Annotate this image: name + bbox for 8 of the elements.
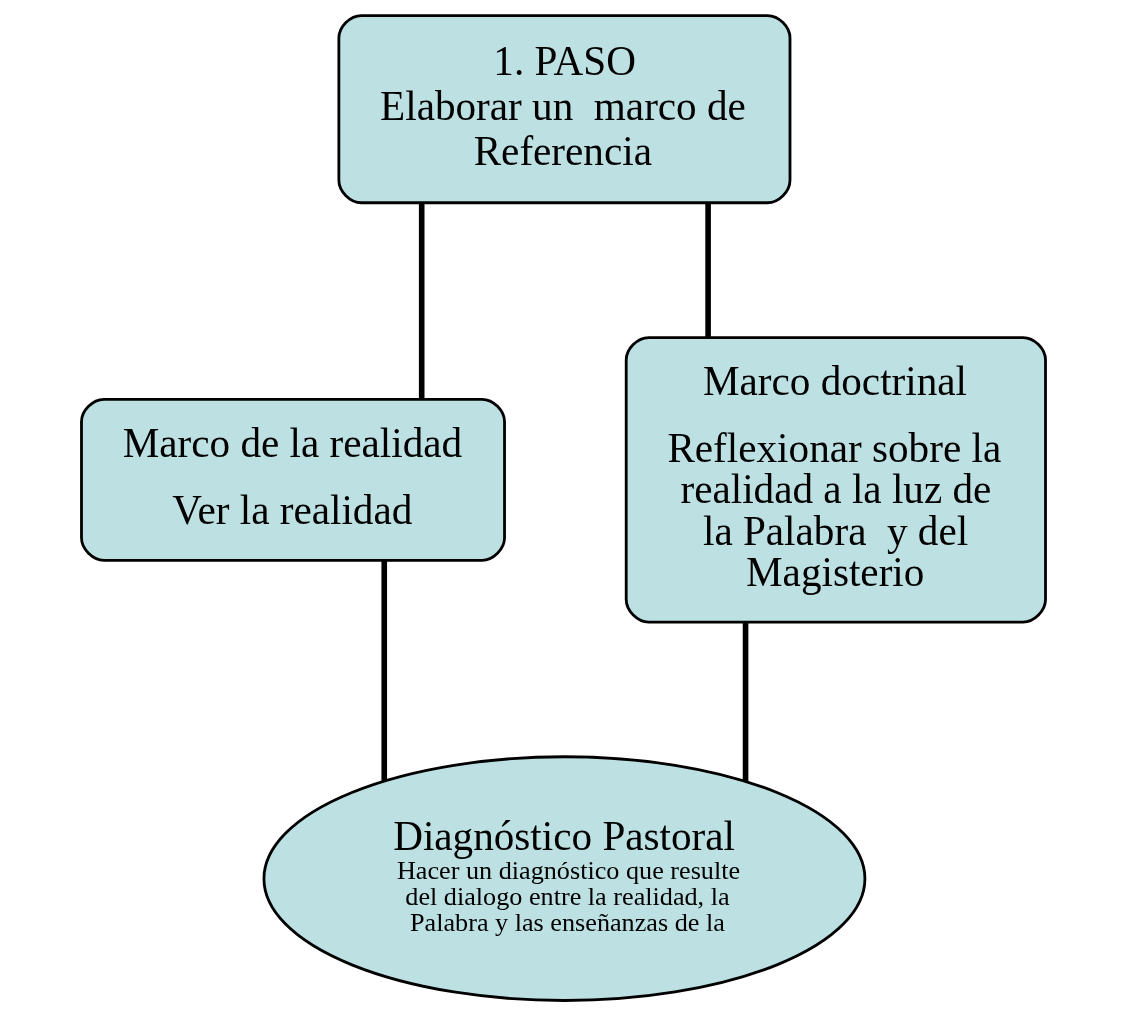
connector — [705, 203, 711, 338]
connector — [418, 203, 425, 400]
node-box: Marco doctrinal Reflexionar sobre la realidad a la luz de la Palabra y del Magisterio — [624, 336, 1047, 624]
connector — [742, 622, 749, 782]
node-ellipse: Diagnóstico Pastoral Hacer un diagnóstico que resulte del dialogo entre la realidad, la Palabra y las enseñanzas de la — [262, 755, 867, 1002]
node-box: Marco de la realidad Ver la realidad — [80, 397, 506, 562]
connector — [381, 560, 388, 782]
node-box: 1. PASO Elaborar un marco de Referencia — [337, 14, 792, 205]
